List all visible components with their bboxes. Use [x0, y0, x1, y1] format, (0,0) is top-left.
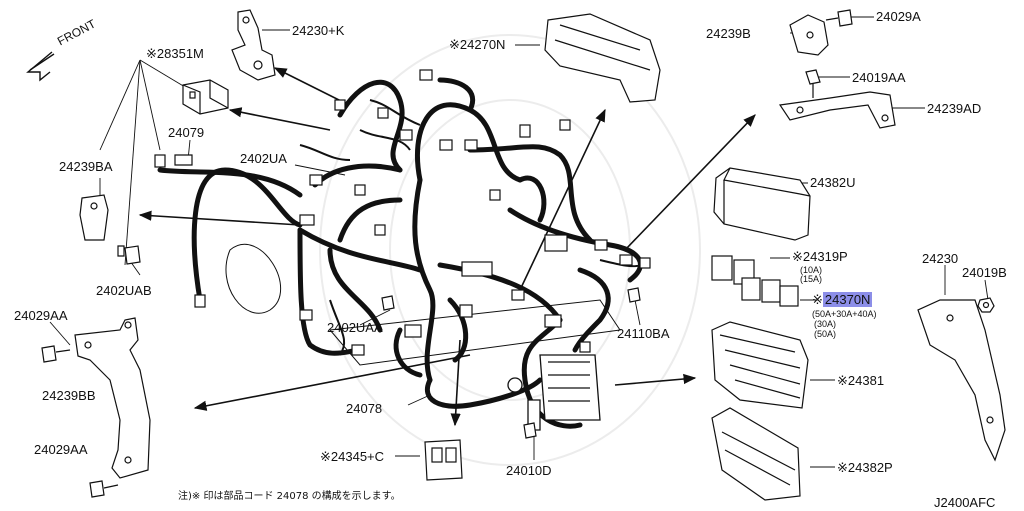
pointer-arrows [138, 67, 756, 427]
label-24010D: 24010D [506, 463, 552, 478]
label-24370N-50A30A40A: (50A+30A+40A) [812, 309, 877, 319]
drawing-code: J2400AFC [934, 495, 996, 510]
label-24079: 24079 [168, 125, 205, 140]
label-24382U: 24382U [810, 175, 856, 190]
bracket-24239AD [778, 91, 896, 129]
wire-harness-thin [299, 99, 646, 356]
label-24319P-10A: (10A) [800, 265, 823, 275]
bolt-24029AA-lower-icon [89, 480, 119, 498]
label-24319P-15A: (15A) [800, 274, 823, 284]
label-24381: ※24381 [837, 373, 885, 388]
label-24019AA: 24019AA [852, 70, 906, 85]
relay-24345C [424, 439, 463, 481]
bracket-24239BA [79, 194, 109, 241]
label-24029A: 24029A [876, 9, 921, 24]
label-24029AA-upper: 24029AA [14, 308, 68, 323]
label-2402UAB: 2402UAB [96, 283, 152, 298]
bolt-24029AA-upper-icon [41, 345, 71, 363]
footnote: 注)※ 印は部品コード 24078 の構成を示します。 [178, 491, 401, 502]
harness-base-outline [225, 243, 621, 366]
label-24370N-30A: (30A) [814, 319, 837, 329]
label-24078: 24078 [346, 401, 383, 416]
bolt-24110BA-icon [627, 287, 641, 303]
label-24370N: ※24370N [812, 292, 873, 307]
label-24230K: 24230+K [292, 23, 345, 38]
label-28351M: ※28351M [146, 46, 204, 61]
label-24019B: 24019B [962, 265, 1007, 280]
label-24370N-highlight: 24370N [822, 292, 873, 307]
fuse-24319P [711, 255, 799, 307]
label-24230: 24230 [922, 251, 959, 266]
clip-24010D-icon [523, 422, 537, 439]
label-24345C: ※24345+C [320, 449, 385, 464]
bracket-24230 [917, 299, 1006, 462]
label-24239AD: 24239AD [927, 101, 982, 116]
leader-lines [49, 16, 989, 468]
connector-28351M [182, 79, 229, 115]
label-24319P: ※24319P [792, 249, 848, 264]
label-24110BA: 24110BA [617, 326, 670, 341]
clip-24079 [174, 154, 193, 166]
bolt-24019AA-icon [805, 69, 821, 98]
bolt-2402UAA-icon [381, 295, 395, 311]
fuse-box-24381 [711, 321, 809, 409]
label-24270N: ※24270N [449, 37, 506, 52]
label-2402UAA: 2402UAA [327, 320, 383, 335]
label-2402UA: 2402UA [240, 151, 287, 166]
bolt-24029A-icon [825, 9, 853, 27]
junction-block [507, 354, 601, 431]
cover-24382P [711, 407, 801, 501]
connectors [154, 69, 651, 356]
label-24382P: ※24382P [837, 460, 893, 475]
bracket-24230K [231, 9, 276, 81]
nut-24019B-icon [977, 297, 995, 313]
label-24239B: 24239B [706, 26, 751, 41]
bolt-2402UAB-icon [117, 245, 141, 265]
cover-24382U [713, 167, 811, 241]
cover-24270N [544, 13, 661, 103]
bracket-24239BB [74, 317, 151, 479]
front-arrow-icon [26, 51, 55, 82]
label-24029AA-lower: 24029AA [34, 442, 88, 457]
label-24370N-50A: (50A) [814, 329, 837, 339]
bracket-24239B [789, 14, 829, 56]
label-24239BA: 24239BA [59, 159, 113, 174]
label-24239BB: 24239BB [42, 388, 96, 403]
